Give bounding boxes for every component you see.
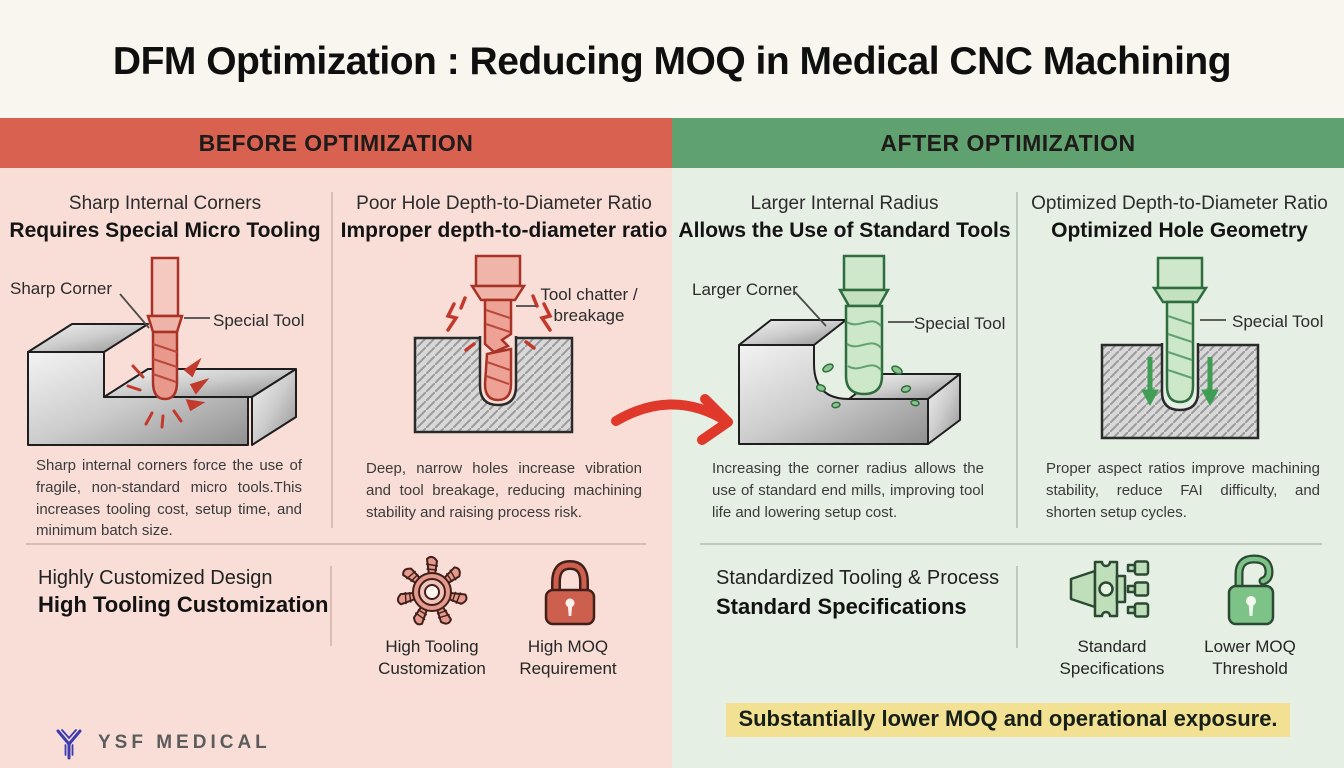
- col3-title: Allows the Use of Standard Tools: [678, 219, 1011, 242]
- lock-icon-label: High MOQ Requirement: [519, 637, 617, 679]
- divider: [331, 192, 333, 528]
- chatter-marks-icon: [445, 294, 553, 352]
- transition-arrow-icon: [611, 394, 733, 445]
- locked-padlock-icon: [544, 559, 596, 626]
- ysf-logo-icon: [56, 729, 82, 760]
- title-band: DFM Optimization : Reducing MOQ in Medic…: [0, 0, 1344, 118]
- broken-tool-icon: [469, 254, 527, 402]
- callout-special-tool: Special Tool: [1232, 312, 1324, 331]
- callout-line: [119, 293, 150, 329]
- col3-subtitle: Larger Internal Radius: [750, 193, 939, 214]
- optimized-hole-diagram: [1100, 256, 1260, 440]
- after-bottom-subtitle: Standardized Tooling & Process: [716, 567, 1000, 589]
- brand-name: YSF MEDICAL: [98, 732, 271, 753]
- col2-subtitle: Poor Hole Depth-to-Diameter Ratio: [356, 193, 652, 214]
- open-lock-icon-label: Lower MOQ Threshold: [1204, 637, 1296, 679]
- before-bottom-title: High Tooling Customization: [38, 592, 329, 617]
- col1-description: Sharp internal corners force the use of …: [36, 457, 302, 540]
- spark-marks-icon: [126, 357, 210, 429]
- divider: [330, 566, 332, 646]
- before-header: BEFORE OPTIMIZATION: [0, 118, 672, 168]
- larger-radius-diagram: [738, 254, 961, 445]
- after-bottom-title: Standard Specifications: [716, 594, 967, 619]
- before-panel: [0, 168, 672, 768]
- callout-larger-corner: Larger Corner: [692, 280, 798, 299]
- col2-title: Improper depth-to-diameter ratio: [340, 219, 668, 242]
- gear-icon-label: High Tooling Customization: [378, 637, 486, 679]
- col4-description: Proper aspect ratios improve machining s…: [1046, 460, 1320, 521]
- col2-description: Deep, narrow holes increase vibration an…: [366, 460, 642, 521]
- after-panel: [672, 168, 1344, 768]
- col4-subtitle: Optimized Depth-to-Diameter Ratio: [1031, 193, 1328, 214]
- before-bottom-subtitle: Highly Customized Design: [38, 567, 273, 589]
- after-header: AFTER OPTIMIZATION: [672, 118, 1344, 168]
- callout-line: [794, 291, 827, 327]
- deep-hole-diagram: [413, 254, 574, 434]
- takeaway-row: Substantially lower MOQ and operational …: [672, 703, 1344, 737]
- divider: [26, 543, 646, 545]
- special-micro-tool-icon: [146, 256, 184, 401]
- down-arrows-icon: [1141, 357, 1219, 407]
- col1-title: Requires Special Micro Tooling: [9, 219, 321, 242]
- page-title: DFM Optimization : Reducing MOQ in Medic…: [112, 40, 1232, 83]
- col1-subtitle: Sharp Internal Corners: [68, 193, 262, 214]
- optimized-tool-icon: [1151, 256, 1209, 404]
- standard-tool-icon: [837, 254, 891, 396]
- callout-special-tool: Special Tool: [914, 314, 1006, 333]
- milling-cutter-gear-icon: [396, 555, 468, 626]
- tool-holder-icon: [1069, 560, 1150, 618]
- takeaway-highlight: Substantially lower MOQ and operational …: [726, 703, 1290, 737]
- col4-title: Optimized Hole Geometry: [1051, 219, 1308, 242]
- callout-special-tool: Special Tool: [213, 311, 305, 330]
- tool-holder-icon-label: Standard Specifications: [1059, 637, 1165, 679]
- divider: [700, 543, 1322, 545]
- col3-description: Increasing the corner radius allows the …: [712, 460, 984, 521]
- callout-tool-chatter: Tool chatter / breakage: [540, 285, 638, 326]
- sharp-corner-diagram: [27, 256, 297, 446]
- chips-icon: [815, 363, 920, 409]
- divider: [1016, 192, 1018, 528]
- unlocked-padlock-icon: [1227, 554, 1275, 626]
- divider: [1016, 566, 1018, 648]
- callout-sharp-corner: Sharp Corner: [10, 279, 113, 298]
